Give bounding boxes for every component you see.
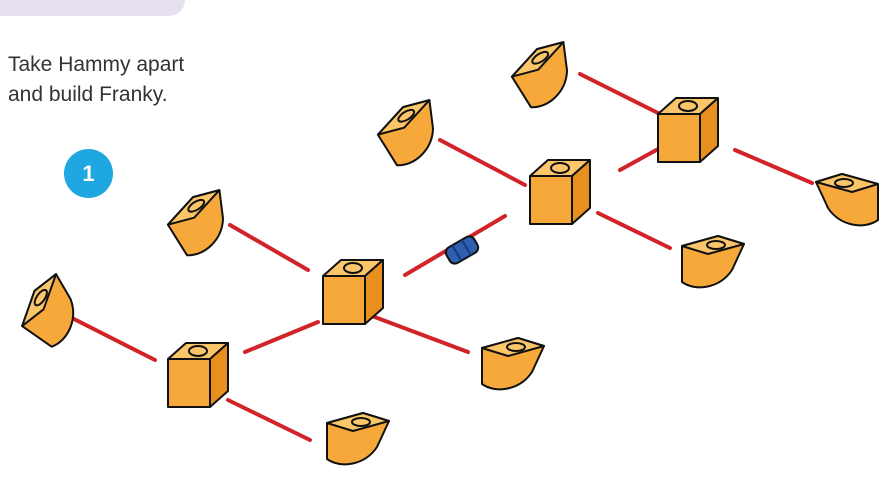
wedge-brick [371,92,454,171]
connector-lines [70,72,814,442]
wedge-brick [326,412,390,466]
cube-brick [167,342,229,408]
cube-brick [657,97,719,163]
step-number-badge: 1 [64,149,113,198]
wedge-brick [161,182,244,261]
wedge-brick [815,173,879,227]
wedge-brick [681,235,745,289]
cube-brick [529,159,591,225]
blue-axle-connector [444,235,480,265]
wedge-brick [505,34,588,113]
instruction-text: Take Hammy apart and build Franky. [8,50,258,110]
cube-brick [322,259,384,325]
instruction-line-1: Take Hammy apart [8,53,185,76]
wedge-brick [481,337,545,391]
header-tab [0,0,185,16]
wedge-brick [12,268,93,351]
instruction-line-2: and build Franky. [8,83,168,106]
